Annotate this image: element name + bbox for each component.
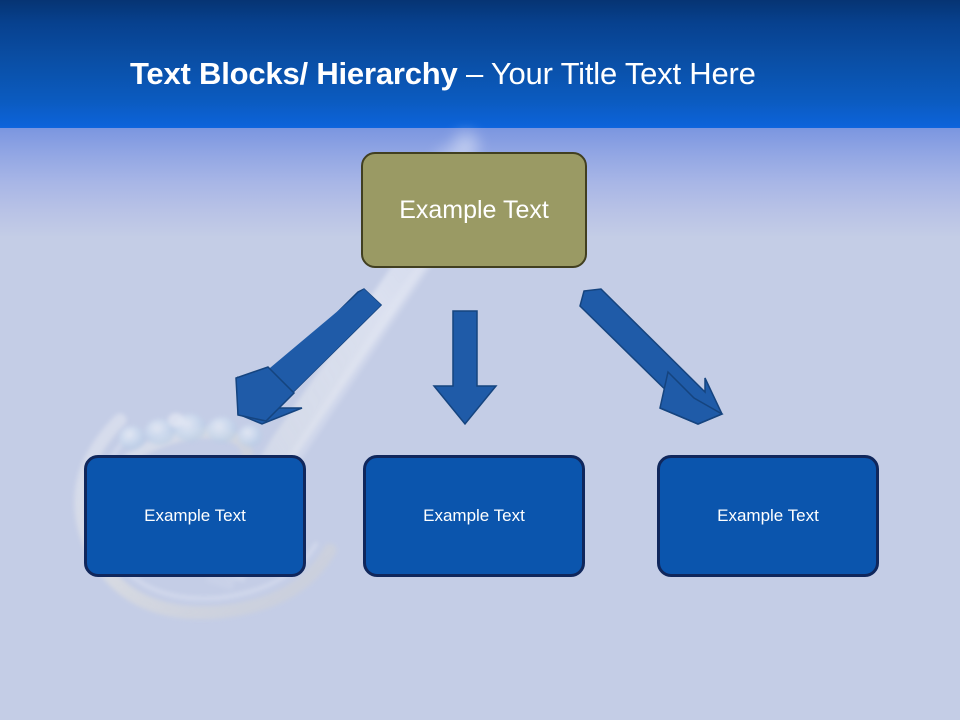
slide-title-bold: Text Blocks/ Hierarchy — [130, 56, 466, 91]
hierarchy-bottom-node-1[interactable]: Example Text — [84, 455, 306, 577]
hierarchy-bottom-node-2[interactable]: Example Text — [363, 455, 585, 577]
hierarchy-bottom-node-1-label: Example Text — [144, 506, 246, 525]
hierarchy-bottom-node-3[interactable]: Example Text — [657, 455, 879, 577]
hierarchy-top-node[interactable]: Example Text — [361, 152, 587, 268]
hierarchy-top-node-label: Example Text — [399, 195, 549, 224]
hierarchy-bottom-node-2-label: Example Text — [423, 506, 525, 525]
slide-title-normal: – Your Title Text Here — [465, 56, 756, 91]
hierarchy-bottom-node-3-label: Example Text — [717, 506, 819, 525]
slide-title: Text Blocks/ Hierarchy – Your Title Text… — [130, 55, 890, 93]
background-sky-gradient — [0, 0, 960, 130]
